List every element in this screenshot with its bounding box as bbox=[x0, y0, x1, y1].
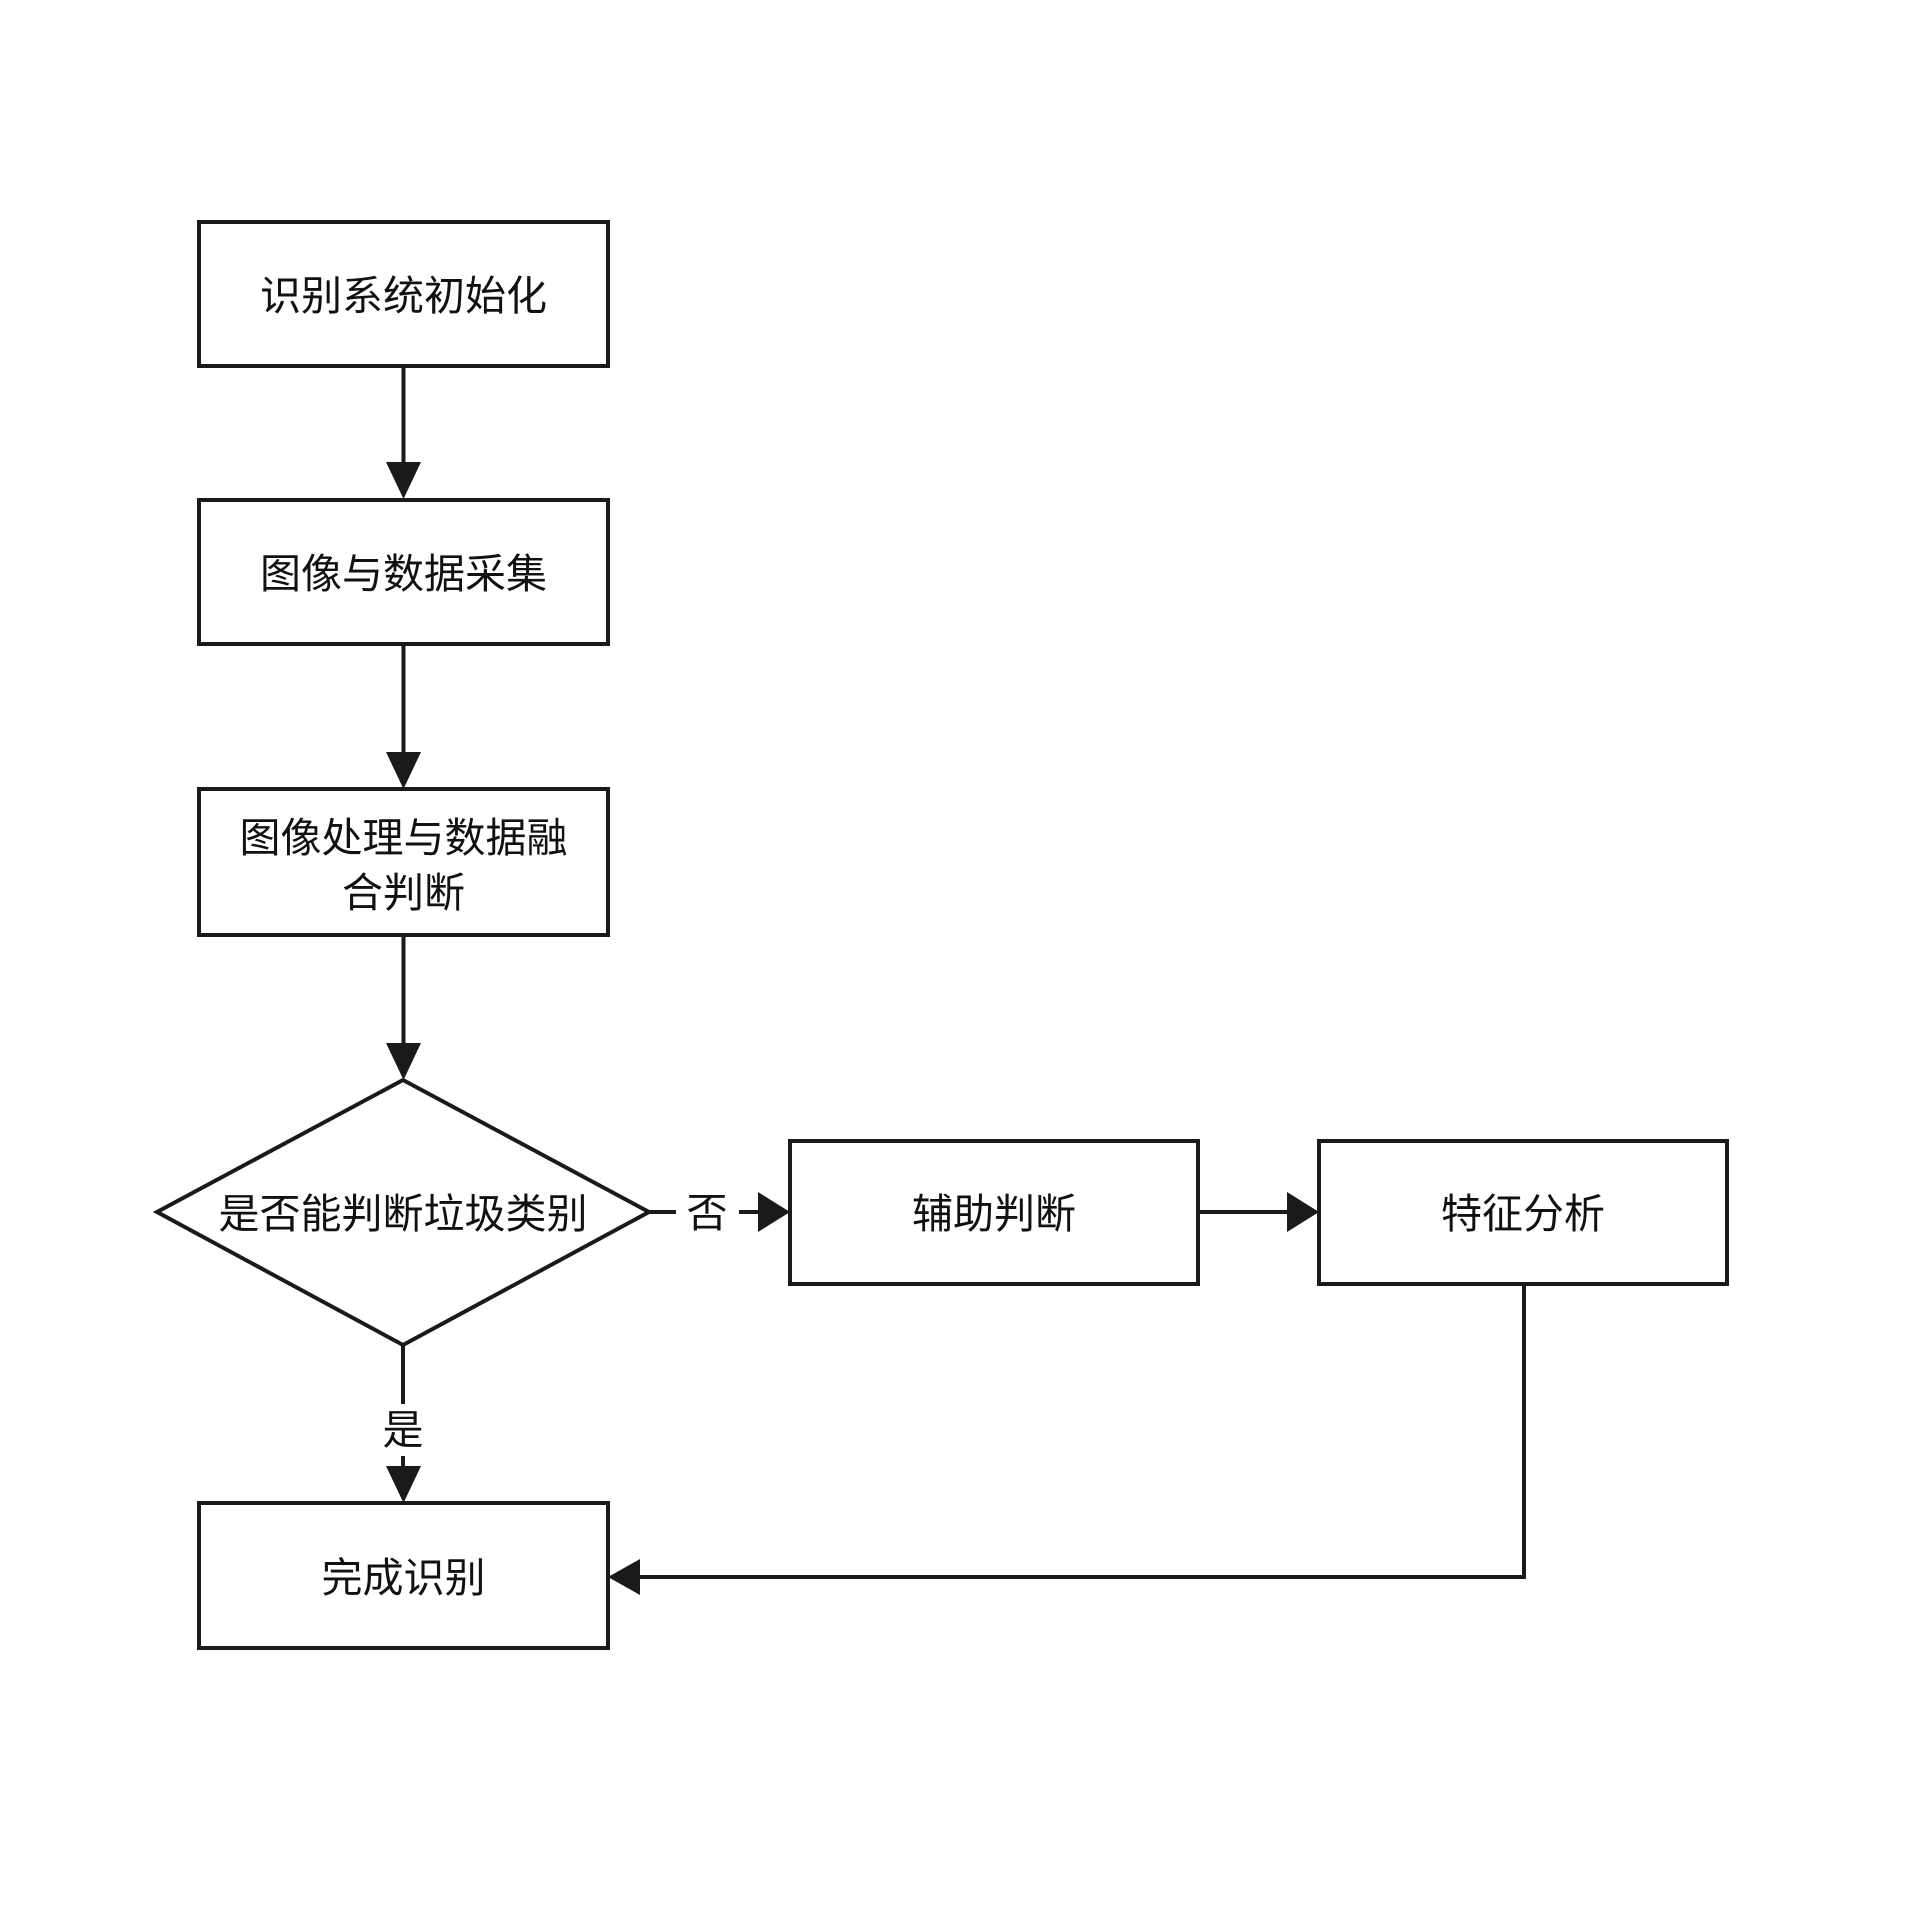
connector-decision-yes-to-complete: 是 bbox=[383, 1345, 424, 1503]
node-feature-label: 特征分析 bbox=[1441, 1191, 1605, 1237]
connector-assist-to-feature bbox=[1198, 1192, 1319, 1232]
arrow-down-icon bbox=[386, 462, 421, 499]
node-fusion-box bbox=[197, 787, 610, 937]
connector-init-to-capture bbox=[386, 366, 421, 499]
connector-fusion-to-decision bbox=[386, 935, 421, 1080]
arrow-left-icon bbox=[608, 1559, 640, 1595]
node-complete: 完成识别 bbox=[197, 1501, 610, 1650]
node-complete-box bbox=[197, 1501, 610, 1650]
node-assist: 辅助判断 bbox=[788, 1139, 1200, 1286]
edge-label-no: 否 bbox=[687, 1190, 728, 1236]
connector-decision-no-to-assist: 否 bbox=[649, 1190, 790, 1236]
node-fusion-label-line2: 合判断 bbox=[342, 870, 465, 916]
node-capture-label: 图像与数据采集 bbox=[260, 551, 547, 597]
node-decision-label: 是否能判断垃圾类别 bbox=[219, 1191, 588, 1237]
edge-label-yes: 是 bbox=[383, 1407, 424, 1453]
node-assist-box bbox=[788, 1139, 1200, 1286]
node-decision-diamond bbox=[152, 1077, 654, 1348]
arrow-right-icon bbox=[1287, 1192, 1319, 1232]
node-complete-label: 完成识别 bbox=[322, 1555, 486, 1601]
connector-feature-to-complete bbox=[608, 1284, 1526, 1595]
connector-line bbox=[640, 1284, 1526, 1579]
node-fusion-label-line1: 图像处理与数据融 bbox=[240, 815, 568, 861]
arrow-right-icon bbox=[758, 1192, 790, 1232]
node-capture: 图像与数据采集 bbox=[197, 498, 610, 646]
node-assist-label: 辅助判断 bbox=[912, 1191, 1076, 1237]
node-fusion: 图像处理与数据融 合判断 bbox=[197, 787, 610, 937]
node-capture-box bbox=[197, 498, 610, 646]
node-init-box bbox=[197, 220, 610, 368]
connector-capture-to-fusion bbox=[386, 644, 421, 789]
node-feature-box bbox=[1317, 1139, 1729, 1286]
arrow-down-icon bbox=[386, 752, 421, 789]
node-init: 识别系统初始化 bbox=[197, 220, 610, 368]
arrow-down-icon bbox=[386, 1043, 421, 1080]
node-init-label: 识别系统初始化 bbox=[260, 273, 547, 319]
arrow-down-icon bbox=[386, 1466, 421, 1503]
node-feature: 特征分析 bbox=[1317, 1139, 1729, 1286]
node-decision: 是否能判断垃圾类别 bbox=[152, 1077, 654, 1348]
